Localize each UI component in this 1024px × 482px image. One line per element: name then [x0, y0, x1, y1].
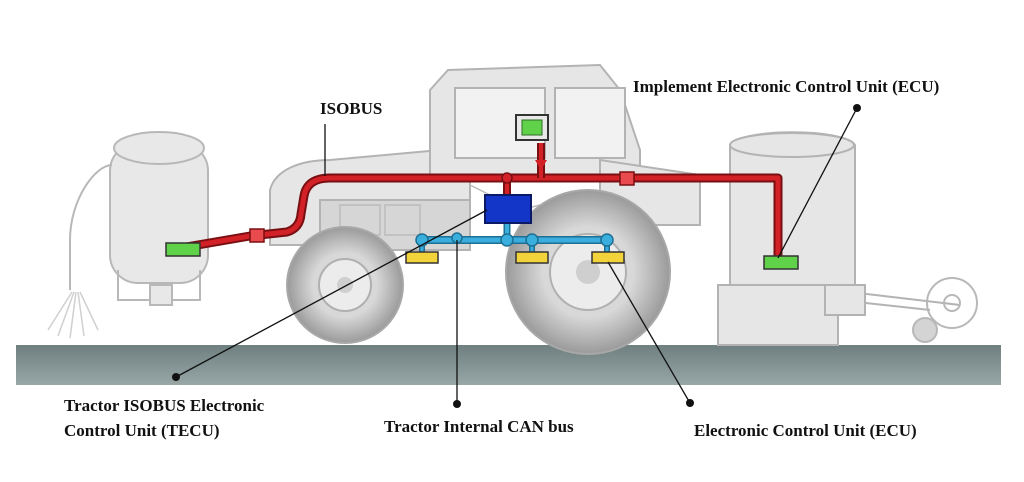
ecu-label: Electronic Control Unit (ECU) — [694, 421, 917, 440]
leader-lines — [175, 107, 858, 404]
isobus-junction — [501, 172, 513, 184]
leader-ecu — [607, 261, 691, 404]
leader-implement-ecu — [777, 107, 858, 259]
tractor-ecu-3 — [591, 251, 625, 264]
isobus-label: ISOBUS — [320, 99, 383, 118]
press-wheel — [912, 277, 978, 343]
tecu-box — [484, 194, 532, 224]
can-bus-label: Tractor Internal CAN bus — [384, 417, 574, 436]
isobus-connector-rear — [619, 171, 635, 186]
sprayer-tank — [69, 131, 209, 306]
implement-ecu — [763, 255, 799, 270]
leader-dots — [172, 104, 861, 408]
tractor-ecu-2 — [515, 251, 549, 264]
tecu-label-line2: Control Unit (TECU) — [64, 421, 220, 440]
ground-strip — [16, 345, 1001, 385]
isobus-connector-front — [249, 228, 265, 243]
implement-ecu-label: Implement Electronic Control Unit (ECU) — [633, 77, 940, 96]
can-bus-nodes — [415, 232, 614, 247]
isobus-arrow — [535, 160, 547, 170]
tractor-ecu-1 — [405, 251, 439, 264]
tecu-label-line1: Tractor ISOBUS Electronic — [64, 396, 265, 415]
front-wheel — [286, 226, 404, 344]
spray-mist — [47, 291, 99, 339]
leader-tecu — [175, 209, 488, 378]
virtual-terminal-screen — [521, 119, 543, 136]
sprayer-ecu — [165, 242, 201, 257]
seeder-implement — [717, 131, 961, 346]
tecu-label: Tractor ISOBUS Electronic Control Unit (… — [64, 393, 264, 443]
